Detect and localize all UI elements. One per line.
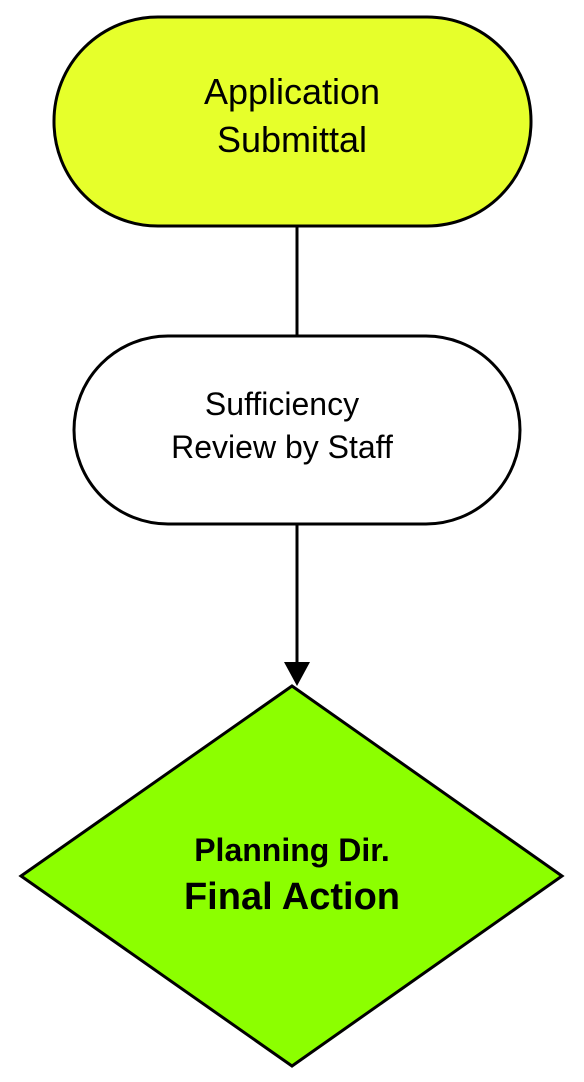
arrowhead-icon	[284, 662, 310, 686]
node-application-submittal-line-2: Submittal	[217, 119, 367, 160]
node-final-action-line-2: Final Action	[184, 876, 400, 918]
node-final-action-line-1: Planning Dir.	[194, 832, 390, 868]
node-sufficiency-review-line-2: Review by Staff	[171, 429, 393, 465]
node-final-action: Planning Dir. Final Action	[18, 684, 565, 1068]
node-application-submittal: Application Submittal	[52, 15, 533, 228]
node-final-action-shape	[18, 684, 565, 1068]
node-sufficiency-review: Sufficiency Review by Staff	[72, 334, 522, 526]
node-application-submittal-shape	[52, 15, 533, 228]
node-sufficiency-review-shape	[72, 334, 522, 526]
node-sufficiency-review-line-1: Sufficiency	[205, 386, 359, 422]
node-application-submittal-line-1: Application	[204, 71, 380, 112]
